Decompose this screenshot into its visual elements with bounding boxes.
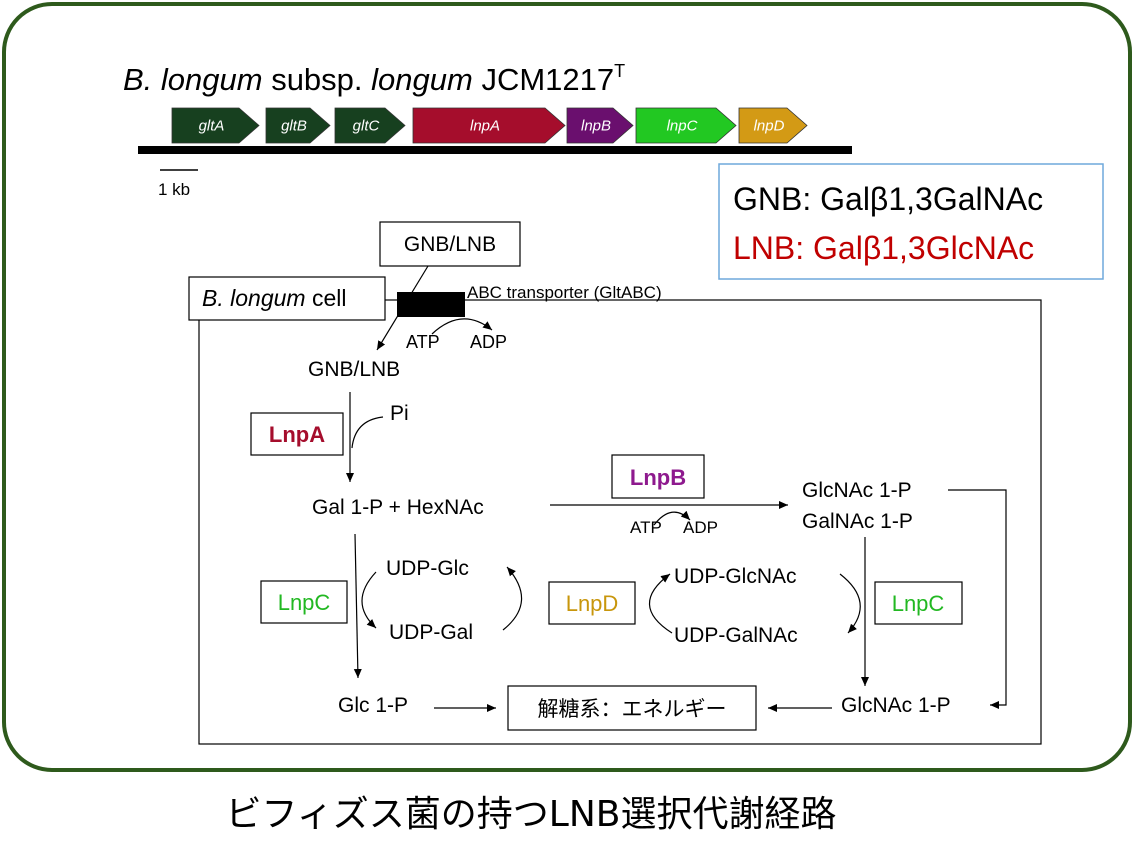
udp-galnac: UDP-GalNAc	[674, 624, 798, 647]
glcnac1p-bottom: GlcNAc 1-P	[841, 694, 951, 717]
gene-arrow-lnpB	[566, 107, 634, 144]
galnac1p: GalNAc 1-P	[802, 510, 913, 533]
gene-arrow-lnpD	[738, 107, 808, 144]
lnpc-right-label: LnpC	[892, 591, 945, 616]
genome-title: B. longum subsp. longum JCM1217T	[123, 61, 625, 97]
inside-substrate: GNB/LNB	[308, 358, 400, 381]
lnpc-left-label: LnpC	[278, 590, 331, 615]
udp-glc: UDP-Glc	[386, 557, 469, 580]
lnpa-label: LnpA	[269, 422, 325, 447]
gene-label-gltA: gltA	[199, 118, 225, 135]
gene-arrow-lnpC	[635, 107, 737, 144]
gene-label-gltB: gltB	[281, 118, 307, 135]
glcnac1p-top: GlcNAc 1-P	[802, 479, 912, 502]
gene-arrow-gltC	[334, 107, 406, 144]
lnpb-box	[611, 454, 705, 499]
lnpd-box	[548, 581, 636, 625]
legend-lnb: LNB: Galβ1,3GlcNAc	[733, 230, 1034, 266]
gene-label-lnpA: lnpA	[470, 118, 500, 135]
gene-label-lnpC: lnpC	[667, 118, 698, 135]
atp-label-2: ATP	[630, 518, 662, 537]
udp-gal: UDP-Gal	[389, 621, 473, 644]
glcnac-bypass-line	[948, 489, 1007, 709]
gene-arrow-gltB	[265, 107, 331, 144]
legend-gnb: GNB: Galβ1,3GalNAc	[733, 181, 1043, 217]
glycolysis-box	[507, 685, 757, 731]
gene-arrow-gltA	[171, 107, 260, 144]
gene-label-gltC: gltC	[353, 118, 380, 135]
glc1p: Glc 1-P	[338, 694, 408, 717]
udp-gal-to-glc-arc	[502, 566, 523, 631]
adp-label-1: ADP	[470, 332, 507, 352]
genome-line	[138, 146, 852, 154]
cell-label: B. longum cell	[202, 285, 346, 311]
lnpa-box	[250, 412, 344, 456]
lnpc-left-arc	[361, 571, 377, 629]
glycolysis-label: 解糖系：エネルギー	[538, 697, 727, 721]
atp-label-1: ATP	[406, 332, 440, 352]
cell-boundary	[198, 299, 1042, 745]
adp-label-2: ADP	[683, 518, 718, 537]
outside-substrate-box	[379, 221, 521, 267]
cell-label-box	[188, 276, 386, 321]
gene-label-lnpD: lnpD	[754, 118, 785, 135]
gal1p-to-glc1p-arrow	[353, 533, 362, 679]
legend-box	[718, 163, 1104, 280]
abc-transporter	[397, 292, 465, 317]
atp-adp-arc-2	[653, 510, 691, 526]
pi-arc	[351, 416, 384, 449]
import-arrow	[376, 265, 429, 351]
gene-cluster: gltA gltB gltC lnpA lnpB lnpC lnpD	[171, 107, 808, 144]
gene-arrow-lnpA	[412, 107, 566, 144]
lnpc-right-arc	[839, 573, 861, 634]
lnpc-right-box	[874, 581, 963, 625]
pi-label: Pi	[390, 402, 409, 425]
atp-adp-arc-1	[431, 318, 493, 335]
udp-glcnac: UDP-GlcNAc	[674, 565, 797, 588]
lnpd-arc	[648, 573, 673, 634]
lnpb-label: LnpB	[630, 465, 686, 490]
caption: ビフィズス菌の持つLNB選択代謝経路	[226, 794, 837, 835]
gal1p-hexnac: Gal 1-P + HexNAc	[312, 496, 484, 519]
outside-substrate: GNB/LNB	[404, 233, 496, 256]
scale-bar-label: 1 kb	[158, 180, 190, 199]
gene-label-lnpB: lnpB	[581, 118, 611, 135]
lnpd-label: LnpD	[566, 591, 619, 616]
lnpc-left-box	[260, 580, 348, 624]
transporter-label: ABC transporter (GltABC)	[467, 283, 662, 302]
